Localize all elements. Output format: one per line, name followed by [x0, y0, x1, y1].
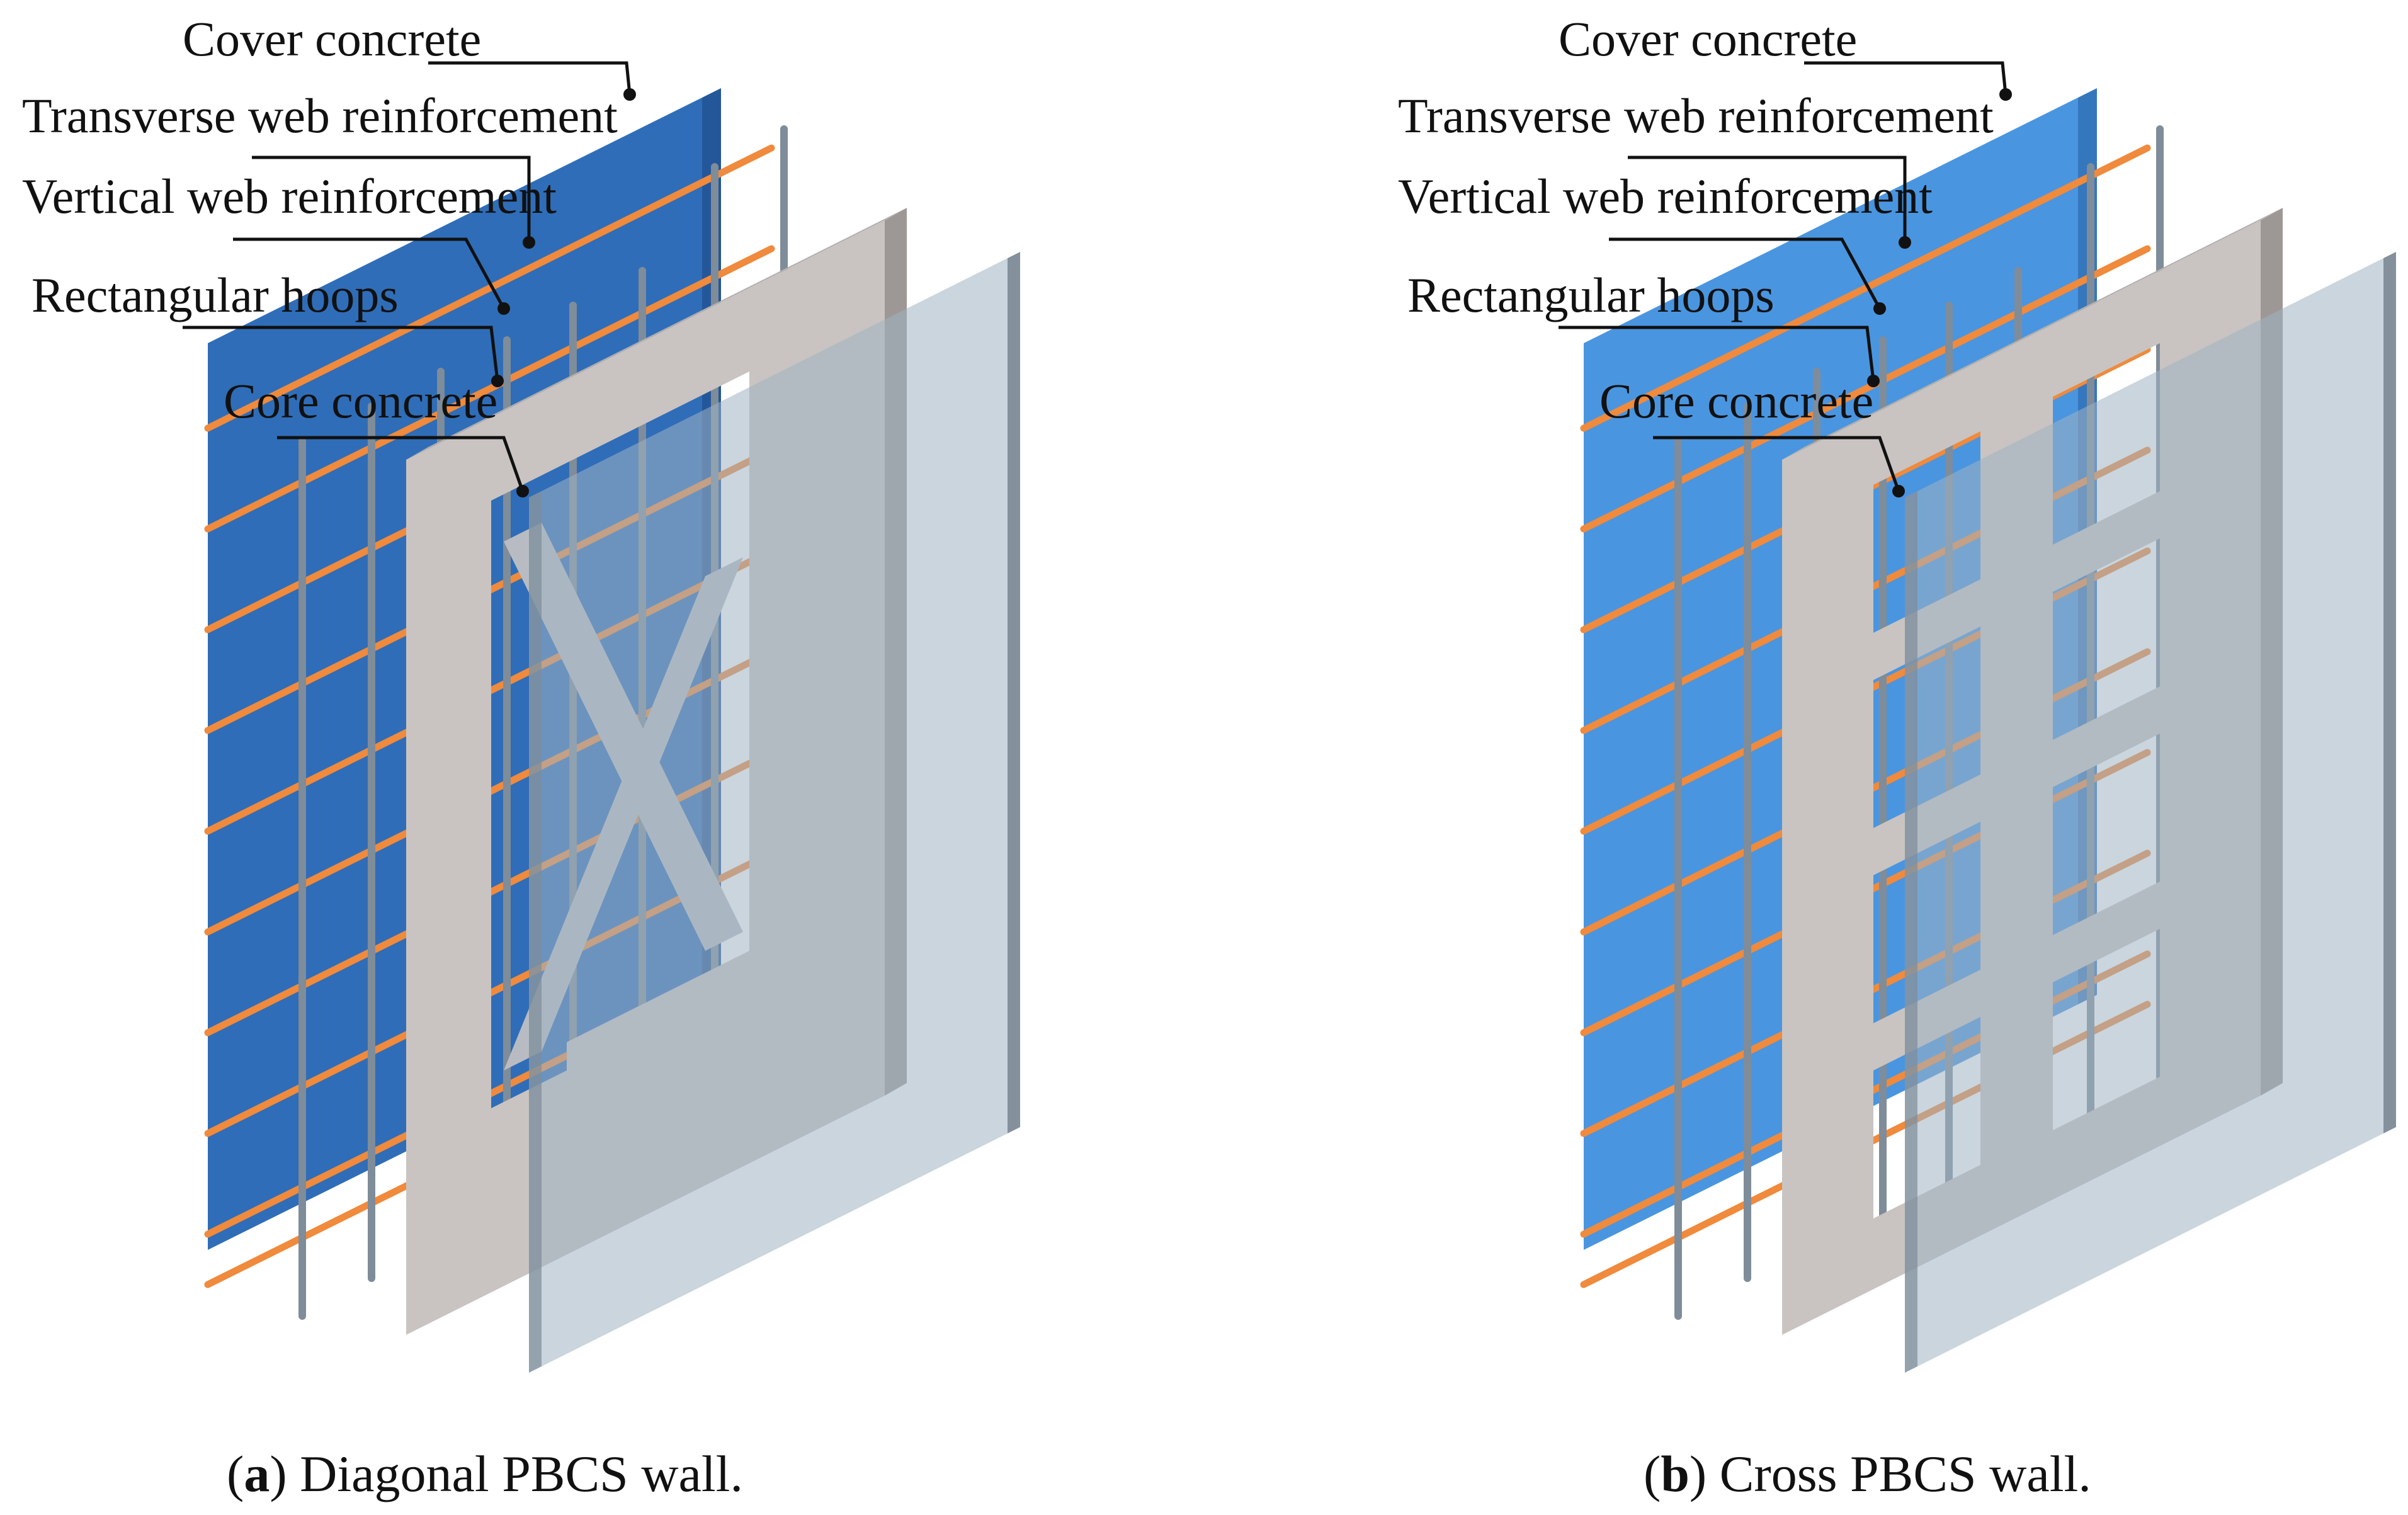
caption-a: (a) Diagonal PBCS wall.: [227, 1445, 743, 1502]
front-cover-concrete-plate: [529, 252, 1020, 1373]
leader-lines: [1559, 61, 2008, 492]
label-vertical-web-reinforcement: Vertical web reinforcement: [1398, 169, 1933, 224]
leader-dots: [491, 88, 636, 497]
label-transverse-web-reinforcement: Transverse web reinforcement: [22, 88, 618, 143]
front-cover-concrete-plate: [1905, 252, 2396, 1373]
caption-b: (b) Cross PBCS wall.: [1644, 1445, 2091, 1502]
label-rectangular-hoops: Rectangular hoops: [1407, 268, 1775, 322]
panel-a-diagonal-wall: Cover concrete Transverse web reinforcem…: [22, 11, 1020, 1502]
label-cover-concrete: Cover concrete: [1559, 11, 1857, 66]
label-transverse-web-reinforcement: Transverse web reinforcement: [1398, 88, 1994, 143]
label-core-concrete: Core concrete: [1599, 373, 1873, 428]
leader-lines: [183, 61, 632, 492]
leader-dots: [1867, 88, 2012, 497]
label-cover-concrete: Cover concrete: [183, 11, 481, 66]
label-vertical-web-reinforcement: Vertical web reinforcement: [22, 169, 557, 224]
panel-b-cross-wall: Cover concrete Transverse web reinforcem…: [1398, 11, 2396, 1502]
label-rectangular-hoops: Rectangular hoops: [31, 268, 399, 322]
label-core-concrete: Core concrete: [224, 373, 497, 428]
